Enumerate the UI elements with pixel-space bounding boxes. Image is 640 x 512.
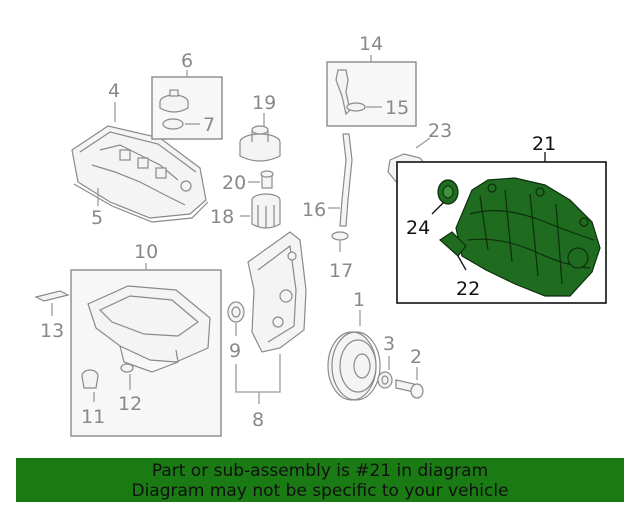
callout-24: 24 bbox=[406, 217, 430, 239]
callout-18: 18 bbox=[210, 206, 234, 228]
callout-21: 21 bbox=[532, 133, 556, 155]
callout-1: 1 bbox=[353, 289, 365, 311]
pulley-bolt-2 bbox=[395, 379, 424, 399]
callout-17: 17 bbox=[329, 260, 353, 282]
pulley-washer-3 bbox=[377, 371, 393, 389]
callout-22: 22 bbox=[456, 278, 480, 300]
timing-cover bbox=[247, 231, 307, 353]
callout-23: 23 bbox=[428, 120, 452, 142]
banner-line-2: Diagram may not be specific to your vehi… bbox=[131, 481, 509, 501]
callout-20: 20 bbox=[222, 172, 246, 194]
valve-cover bbox=[71, 125, 209, 223]
callout-3: 3 bbox=[383, 333, 395, 355]
parts-diagram: 4 5 6 7 19 20 18 14 15 bbox=[34, 33, 607, 437]
callout-7: 7 bbox=[203, 114, 215, 136]
pan-gasket-13 bbox=[34, 290, 70, 302]
callout-19: 19 bbox=[252, 92, 276, 114]
crankshaft-pulley bbox=[327, 331, 381, 401]
cap-seal bbox=[162, 118, 184, 130]
oil-pan bbox=[87, 285, 211, 373]
tube-seal bbox=[331, 231, 349, 241]
callout-12: 12 bbox=[118, 393, 142, 415]
oil-filter-bolt bbox=[260, 170, 274, 189]
dipstick-seal bbox=[346, 102, 366, 112]
banner-line-1: Part or sub-assembly is #21 in diagram bbox=[151, 461, 489, 481]
callout-8: 8 bbox=[252, 409, 264, 431]
callout-16: 16 bbox=[302, 199, 326, 221]
intake-manifold bbox=[455, 177, 601, 297]
callout-14: 14 bbox=[359, 33, 383, 55]
callout-4: 4 bbox=[108, 80, 120, 102]
drain-plug-12 bbox=[120, 363, 134, 373]
callout-15: 15 bbox=[385, 97, 409, 119]
callout-2: 2 bbox=[410, 346, 422, 368]
callout-11: 11 bbox=[81, 406, 105, 428]
callout-10: 10 bbox=[134, 241, 158, 263]
oil-cooler bbox=[239, 125, 281, 162]
dipstick-tube bbox=[339, 133, 353, 227]
callout-13: 13 bbox=[40, 320, 64, 342]
callout-5: 5 bbox=[91, 207, 103, 229]
oil-filler-cap bbox=[159, 89, 189, 113]
manifold-gasket-22 bbox=[439, 231, 467, 257]
info-banner: Part or sub-assembly is #21 in diagram D… bbox=[16, 458, 624, 502]
oil-filter bbox=[251, 193, 281, 229]
manifold-seal-24 bbox=[437, 179, 459, 205]
front-seal-9 bbox=[227, 301, 245, 323]
bracket-8 bbox=[235, 354, 281, 393]
callout-9: 9 bbox=[229, 340, 241, 362]
callout-6: 6 bbox=[181, 50, 193, 72]
oil-strainer-11 bbox=[81, 369, 99, 389]
